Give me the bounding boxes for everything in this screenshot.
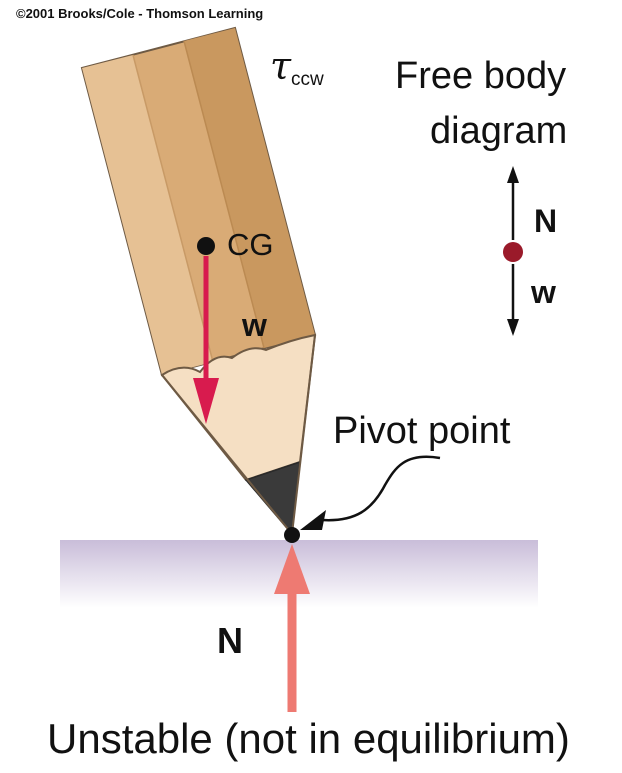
pivot-pointer-curve: [321, 455, 441, 522]
center-of-gravity-dot: [197, 237, 215, 255]
pencil: [80, 26, 317, 536]
torque-symbol: τ: [270, 44, 292, 88]
copyright-notice: ©2001 Brooks/Cole - Thomson Learning: [16, 6, 264, 21]
fbd-weight-label: w: [531, 274, 556, 310]
cg-label: CG: [227, 227, 274, 262]
normal-force-arrow: [274, 544, 310, 712]
pencil-stripe-light: [82, 55, 213, 375]
torque-label: τccw: [270, 44, 324, 91]
weight-arrow: [193, 256, 219, 424]
pivot-point-label: Pivot point: [333, 410, 511, 452]
diagram-caption: Unstable (not in equilibrium): [47, 715, 570, 762]
weight-label: w: [242, 307, 267, 343]
pencil-stripe-dark: [184, 28, 315, 348]
fbd-arrow-down-head: [507, 319, 519, 336]
torque-subscript: ccw: [291, 69, 324, 90]
fbd-title-line1: Free body: [395, 55, 567, 97]
free-body-diagram: [503, 166, 523, 336]
fbd-arrow-up-head: [507, 166, 519, 183]
pivot-point-dot: [284, 527, 300, 543]
fbd-title-line2: diagram: [430, 110, 568, 152]
fbd-normal-label: N: [534, 203, 558, 239]
normal-force-label: N: [217, 620, 243, 661]
fbd-particle: [503, 242, 523, 262]
pencil-shaved-tip: [160, 333, 317, 482]
pivot-pointer-head: [300, 510, 326, 530]
